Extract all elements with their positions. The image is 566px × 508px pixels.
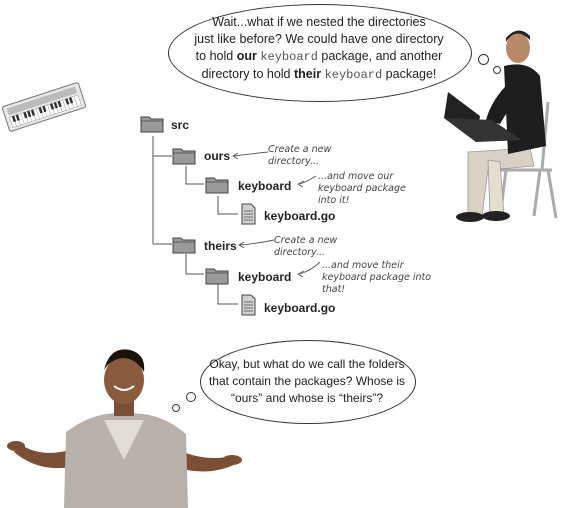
- note-theirs-create-dir: Create a new directory...: [274, 235, 337, 259]
- tree-ours-file-label: keyboard.go: [264, 209, 336, 223]
- top-bubble-line-2: just like before? We could have one dire…: [194, 32, 444, 46]
- directory-tree-lines: [152, 136, 321, 305]
- note-ours-move-line-1: ...and move our: [318, 171, 394, 182]
- folder-icon: [172, 148, 196, 165]
- note-ours-move-line-2: keyboard package: [318, 183, 406, 194]
- tree-root-label: src: [171, 118, 190, 132]
- folder-icon: [205, 177, 229, 194]
- top-bubble-line-1: Wait...what if we nested the directories: [212, 15, 426, 29]
- top-bubble-line-4-mono: keyboard: [324, 68, 383, 82]
- bottom-bubble-dot-large: [186, 392, 196, 402]
- bottom-thought-bubble: [200, 340, 416, 424]
- top-bubble-line-3-post: package, and another: [317, 49, 443, 63]
- top-bubble-line-4-bold: their: [294, 67, 322, 81]
- note-ours-create-dir: Create a new directory...: [268, 144, 331, 168]
- note-theirs-move-line-1: ...and move their: [322, 260, 404, 271]
- tree-ours-keyboard-label: keyboard: [238, 179, 292, 193]
- top-bubble-dot-small: [493, 66, 501, 74]
- keyboard-instrument-icon: [1, 82, 87, 132]
- note-ours-create-dir-line-1: Create a new: [268, 144, 332, 155]
- tree-theirs-file-label: keyboard.go: [264, 301, 336, 315]
- note-theirs-create-dir-line-2: directory...: [274, 247, 326, 258]
- folder-icon: [205, 268, 229, 285]
- top-bubble-line-4-pre: directory to hold: [201, 67, 294, 81]
- top-thought-bubble: [168, 4, 472, 102]
- note-theirs-create-dir-line-1: Create a new: [274, 235, 338, 246]
- top-bubble-line-3-bold: our: [236, 49, 257, 63]
- bottom-bubble-dot-small: [172, 404, 180, 412]
- bottom-bubble-line-3: “ours” and whose is “theirs”?: [230, 391, 384, 405]
- note-ours-move: ...and move our keyboard package into it…: [318, 171, 406, 207]
- note-ours-create-dir-line-2: directory...: [268, 156, 320, 167]
- top-bubble-line-3-pre: to hold: [195, 49, 237, 63]
- bottom-bubble-line-2: that contain the packages? Whose is: [208, 374, 406, 388]
- note-theirs-move: ...and move their keyboard package into …: [322, 260, 431, 296]
- tree-theirs-label: theirs: [204, 239, 237, 253]
- file-icon: [241, 294, 256, 316]
- note-theirs-move-line-2: keyboard package into: [322, 272, 432, 283]
- note-ours-move-line-3: into it!: [318, 195, 350, 206]
- top-bubble-line-4: directory to hold their keyboard package…: [180, 66, 458, 84]
- file-icon: [241, 203, 256, 225]
- top-bubble-line-3-mono: keyboard: [260, 50, 318, 64]
- note-theirs-move-line-3: that!: [322, 284, 346, 295]
- folder-icon: [140, 116, 164, 133]
- top-bubble-line-3: to hold our keyboard package, and anothe…: [180, 48, 458, 66]
- top-bubble-line-4-post: package!: [382, 67, 437, 81]
- top-bubble-dot-large: [478, 54, 489, 65]
- man-with-laptop-illustration: [444, 30, 558, 222]
- tree-ours-label: ours: [204, 149, 231, 163]
- top-bubble-text: Wait...what if we nested the directories…: [180, 14, 458, 84]
- folder-icon: [172, 237, 196, 254]
- tree-theirs-keyboard-label: keyboard: [238, 270, 292, 284]
- bottom-bubble-line-1: Okay, but what do we call the folders: [209, 357, 405, 371]
- woman-shrugging-illustration: [7, 349, 242, 508]
- bottom-bubble-text: Okay, but what do we call the folders th…: [206, 356, 408, 407]
